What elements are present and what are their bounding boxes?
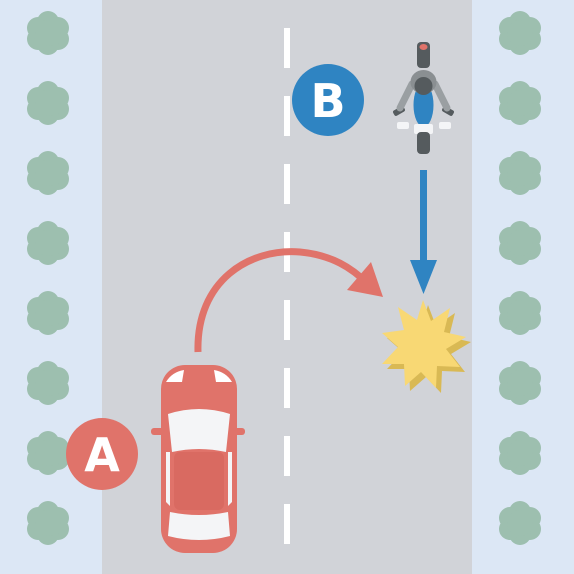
vehicle-a-label-text: A [84,428,120,482]
vehicle-a-label: A [66,418,138,490]
u-turn-arrow-icon [194,248,383,353]
car-icon [151,365,245,553]
down-arrow-icon [410,170,437,294]
motorcycle-icon [393,42,454,154]
vehicle-b-label: B [292,64,364,136]
vehicle-b-label-text: B [310,74,345,128]
collision-burst-icon [382,300,471,393]
